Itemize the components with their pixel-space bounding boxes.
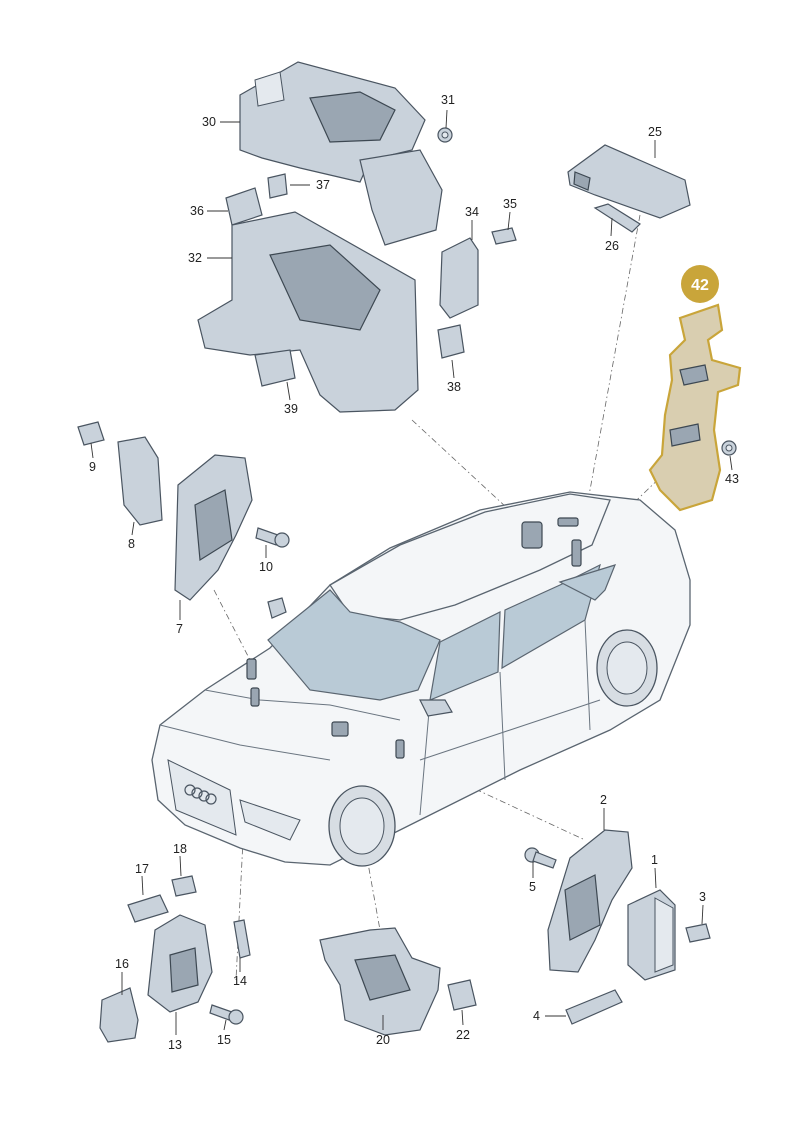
- part-3-fuse: [685, 923, 711, 943]
- callout-37: 37: [316, 178, 330, 192]
- callout-38: 38: [447, 380, 461, 394]
- callout-26: 26: [605, 239, 619, 253]
- part-25-relay-plate: [567, 144, 691, 219]
- part-35-fuse: [491, 227, 517, 245]
- highlight-badge: 42: [681, 265, 719, 303]
- part-2-carrier: [547, 829, 633, 973]
- part-13-carrier: [147, 914, 213, 1013]
- callout-32: 32: [188, 251, 202, 265]
- callout-36: 36: [190, 204, 204, 218]
- callout-2: 2: [600, 793, 607, 807]
- part-20-carrier: [319, 927, 441, 1036]
- part-15-bolt: [209, 1004, 244, 1025]
- callout-16: 16: [115, 957, 129, 971]
- highlight-badge-number: 42: [691, 277, 709, 294]
- callout-10: 10: [259, 560, 273, 574]
- callout-39: 39: [284, 402, 298, 416]
- part-31-nut: [437, 127, 453, 143]
- callout-30: 30: [202, 115, 216, 129]
- part-43-nut: [721, 440, 737, 456]
- callout-9: 9: [89, 460, 96, 474]
- part-37-relay: [267, 173, 288, 199]
- part-8-cover: [117, 436, 163, 526]
- part-10-bolt: [255, 527, 290, 548]
- callout-13: 13: [168, 1038, 182, 1052]
- callout-1: 1: [651, 853, 658, 867]
- callout-14: 14: [233, 974, 247, 988]
- part-1-control-unit: [627, 889, 676, 981]
- part-39-relay: [254, 349, 296, 387]
- part-42-bracket-highlighted: [648, 303, 742, 512]
- part-14-clip: [233, 919, 251, 959]
- part-38-relay: [437, 324, 465, 359]
- callout-18: 18: [173, 842, 187, 856]
- part-16-holder: [99, 987, 139, 1043]
- callout-20: 20: [376, 1033, 390, 1047]
- callout-22: 22: [456, 1028, 470, 1042]
- callout-5: 5: [529, 880, 536, 894]
- part-17-fuse-holder: [127, 894, 169, 923]
- callout-7: 7: [176, 622, 183, 636]
- part-22-relay: [447, 979, 477, 1011]
- part-7-carrier: [174, 454, 253, 601]
- callout-labels: 30 31 25 37 36 34 35 26 32 38 39 43 9 8 …: [89, 93, 739, 1052]
- callout-3: 3: [699, 890, 706, 904]
- callout-25: 25: [648, 125, 662, 139]
- part-32-main-carrier: [197, 211, 419, 413]
- part-18-relay: [171, 875, 197, 897]
- callout-4: 4: [533, 1009, 540, 1023]
- part-4-connector-strip: [565, 989, 623, 1025]
- audi-rings-logo: [184, 784, 217, 805]
- callout-8: 8: [128, 537, 135, 551]
- part-30-relay-carrier: [239, 61, 443, 246]
- callout-43: 43: [725, 472, 739, 486]
- part-36-fuse-holder: [225, 187, 263, 226]
- leader-lines: [90, 109, 733, 1035]
- callout-17: 17: [135, 862, 149, 876]
- part-34-cover: [439, 237, 479, 319]
- part-5-bolt: [524, 847, 557, 869]
- callout-35: 35: [503, 197, 517, 211]
- callout-15: 15: [217, 1033, 231, 1047]
- part-26-bracket: [593, 203, 641, 233]
- callout-31: 31: [441, 93, 455, 107]
- callout-34: 34: [465, 205, 479, 219]
- part-9-fuse: [77, 421, 105, 446]
- car-illustration: [151, 491, 691, 867]
